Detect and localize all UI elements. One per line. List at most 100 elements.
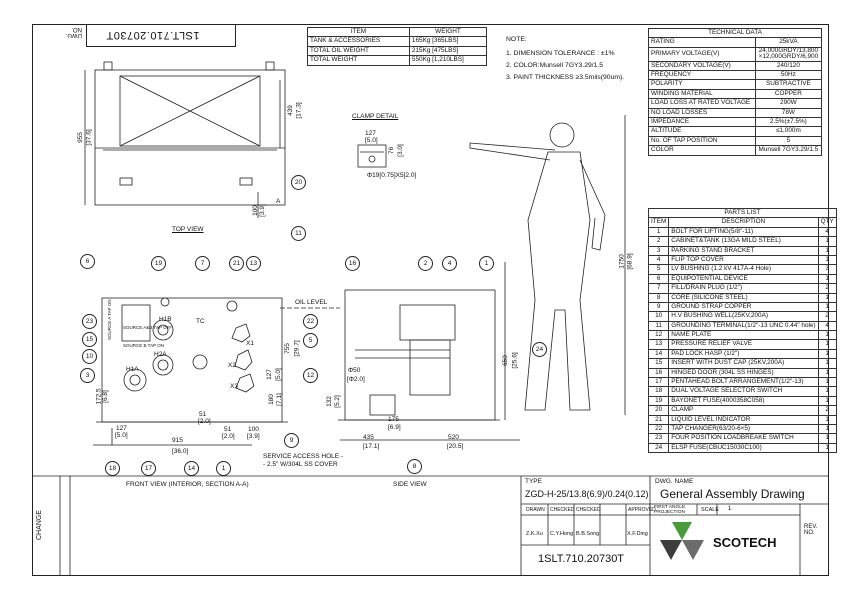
balloon-7-top: 7: [195, 256, 210, 271]
dim-205: [20.5]: [447, 443, 464, 450]
dim-175: 175: [388, 416, 399, 423]
note-3: 3. PAINT THICKNESS ≥3.5mils(90um).: [506, 74, 625, 81]
drawn-label: DRAWN: [526, 507, 545, 513]
dim-phi50: Φ50: [348, 367, 361, 374]
balloon-1-side: 1: [479, 256, 494, 271]
notes-title: NOTE:: [506, 36, 527, 43]
dim-100b: 100: [248, 426, 259, 433]
dim-520: 520: [448, 434, 459, 441]
balloon-22: 22: [303, 314, 318, 329]
label-switch-3: SOURCE B TAP ON: [123, 343, 165, 348]
label-x1: X1: [246, 340, 254, 347]
balloon-8: 8: [407, 459, 422, 474]
dim-127: 127: [365, 130, 376, 137]
balloon-3: 3: [80, 368, 95, 383]
approved-label: APPROVED: [628, 507, 656, 513]
checked-by-1: C.Y.Hong: [550, 531, 574, 537]
oil-level-label: OIL LEVEL: [295, 299, 328, 306]
dim-755: 755: [283, 343, 291, 354]
dim-39b: [3.9]: [247, 433, 260, 440]
balloon-5: 5: [303, 333, 318, 348]
dim-180: 180: [267, 394, 275, 405]
dim-20: [2.0]: [198, 418, 211, 425]
balloon-20: 20: [291, 175, 306, 190]
scale-label: SCALE: [701, 507, 720, 513]
type-value: ZGD-H-25/13.8(6.9)/0.24(0.12): [525, 489, 649, 499]
dim-435: 435: [363, 434, 374, 441]
change-label: CHANGE: [36, 510, 43, 540]
dim-50: [5.0]: [365, 137, 378, 144]
dim-439: 439: [286, 105, 294, 116]
top-view-outline: [94, 69, 286, 206]
service-hole-label-2: - 2.5" W/304L SS COVER: [263, 461, 338, 468]
note-2: 2. COLOR:Munsell 7GY3.29/1.5: [506, 62, 604, 69]
dim-phi20: [Φ2.0]: [347, 376, 365, 383]
dim-171: [17.1]: [363, 443, 380, 450]
side-view-title: SIDE VIEW: [393, 481, 427, 488]
dim-297: [29.7]: [293, 340, 301, 357]
dim-50b: [5.0]: [274, 368, 282, 381]
checked-by-2: B.B.Song: [576, 531, 600, 537]
balloon-17-front: 17: [141, 461, 156, 476]
balloon-13: 13: [246, 256, 261, 271]
dim-360: [36.0]: [172, 448, 189, 455]
drawn-by: Z.K.Xu: [526, 531, 543, 537]
dim-39: [3.9]: [258, 204, 266, 217]
side-view-outline: [344, 289, 496, 421]
label-x3: X3: [230, 383, 238, 390]
tech-value: 25kVA: [754, 37, 823, 48]
label-h1b: H1B: [159, 316, 172, 323]
tech-value: Munsell 7GY3.29/1.5: [754, 145, 823, 156]
dim-50c: [5.0]: [115, 432, 128, 439]
dim-a: A: [276, 198, 281, 205]
checked-label-2: CHECKED: [576, 507, 601, 513]
label-h2a: H2A: [154, 351, 167, 358]
top-view-title: TOP VIEW: [172, 226, 204, 233]
dim-173: [17.3]: [295, 102, 303, 119]
dwg-number-box: [86, 24, 236, 47]
dim-1750: 1750: [618, 254, 626, 269]
balloon-18: 18: [105, 461, 120, 476]
balloon-1-front: 1: [216, 461, 231, 476]
dim-51: 51: [199, 411, 207, 418]
dim-127b: 127: [265, 369, 273, 380]
dim-76: 76: [388, 146, 396, 155]
dim-30: [3.0]: [396, 144, 404, 157]
label-h1a: H1A: [126, 366, 139, 373]
weight-cell: 550Kg [1,210LBS]: [408, 55, 488, 66]
logo-text: SCOTECH: [713, 535, 777, 550]
balloon-10: 10: [82, 349, 97, 364]
balloon-23: 23: [82, 314, 97, 329]
balloon-14: 14: [184, 461, 199, 476]
scale-person: [469, 122, 606, 411]
dwg-name-label: DWG. NAME: [655, 478, 694, 485]
note-1: 1. DIMENSION TOLERANCE : ±1%: [506, 50, 615, 57]
part-qty: 1: [817, 442, 837, 454]
dim-68: [6.8]: [101, 390, 109, 403]
label-switch-1: SOURCE A TAP ON: [107, 299, 112, 340]
projection-label: FIRST ANGLE PROJECTION: [654, 505, 686, 515]
balloon-4: 4: [442, 256, 457, 271]
part-item: 24: [647, 442, 670, 454]
balloon-15: 15: [82, 332, 97, 347]
checked-label-1: CHECKED: [550, 507, 575, 513]
top-view-lid: [119, 75, 261, 147]
label-tc: TC: [196, 318, 205, 325]
balloon-19: 19: [151, 256, 166, 271]
dim-689: [68.9]: [626, 253, 634, 270]
balloon-2: 2: [418, 256, 433, 271]
label-switch-2: SOURCE A&B TAP OFF: [123, 325, 173, 330]
dim-19: Φ19[0.75]X5[2.0]: [367, 172, 417, 179]
dim-376: [37.6]: [85, 129, 93, 146]
dim-132: 132: [325, 396, 333, 407]
dim-69: [6.9]: [388, 424, 401, 431]
balloon-24: 24: [532, 342, 547, 357]
dim-256: [25.6]: [511, 352, 519, 369]
